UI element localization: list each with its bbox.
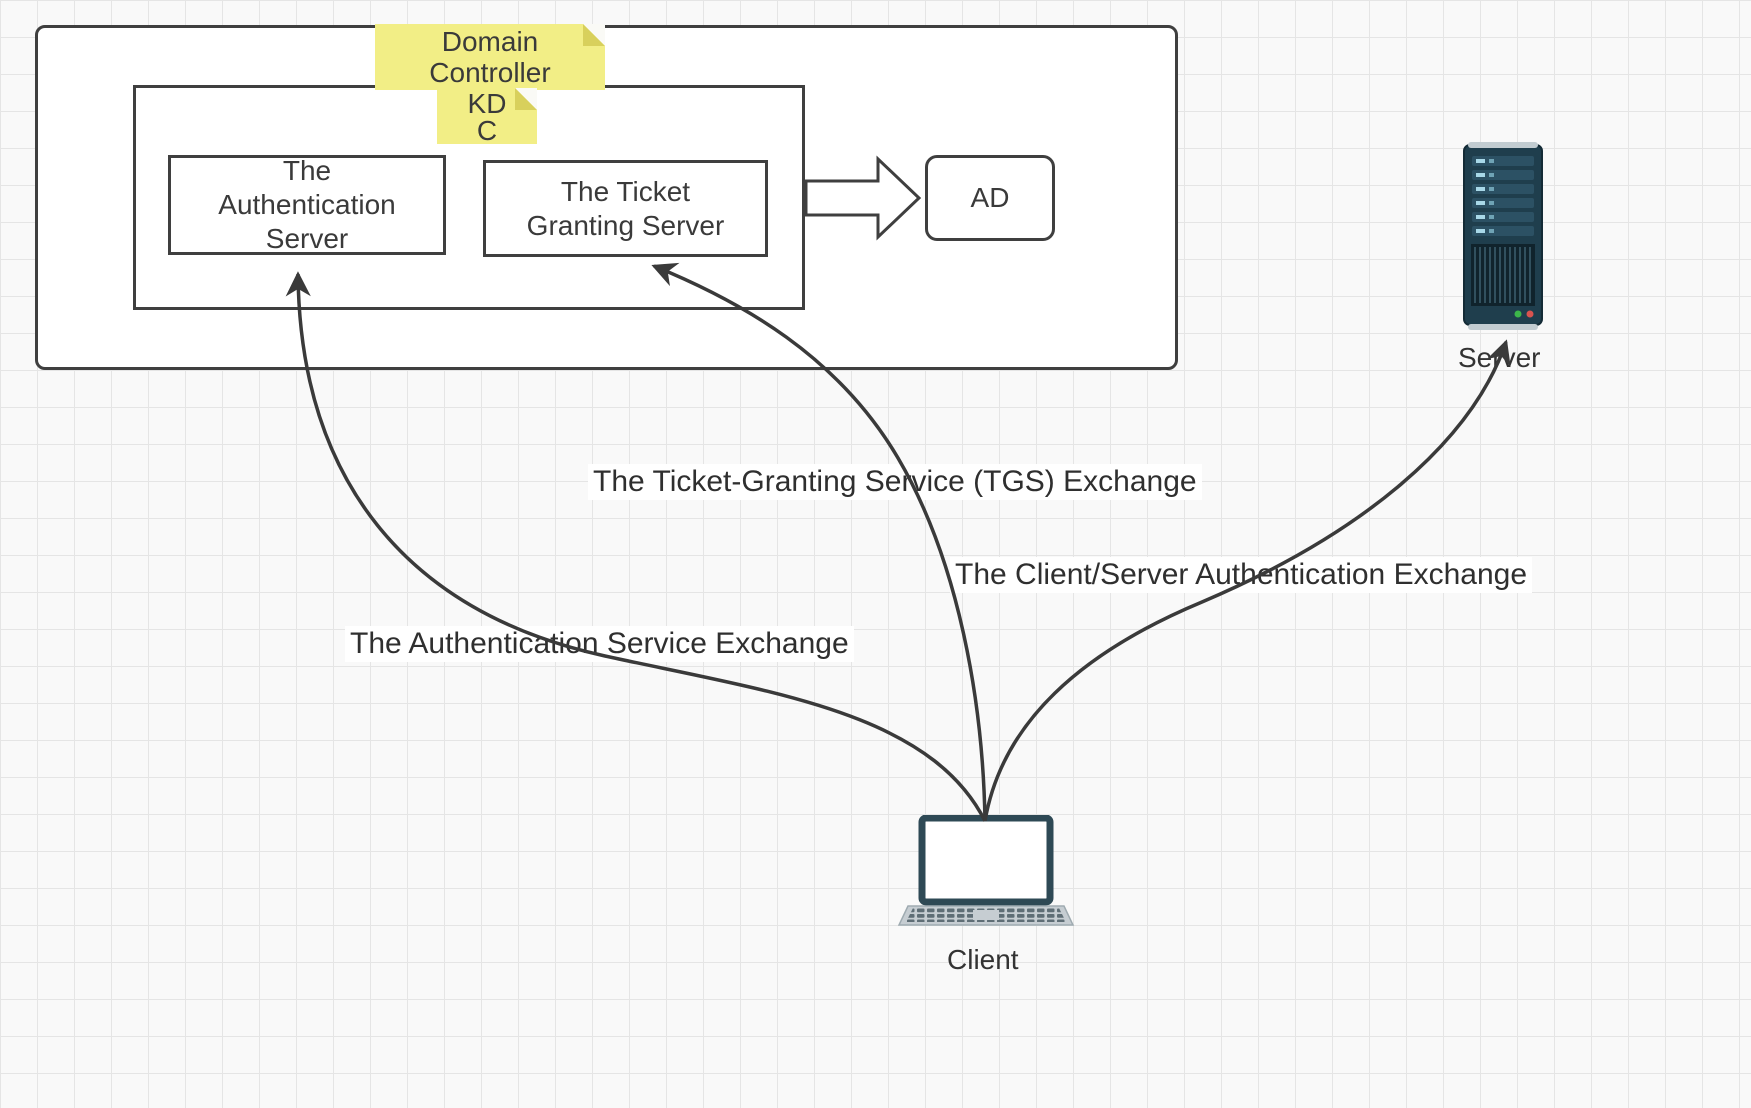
client-server-exchange-label: The Client/Server Authentication Exchang… (950, 557, 1533, 593)
server-label: Server (1458, 342, 1541, 373)
tgs-exchange-label: The Ticket-Granting Service (TGS) Exchan… (588, 464, 1202, 500)
authentication-server-label: The Authentication Server (218, 155, 396, 254)
laptop-touchpad (973, 910, 999, 920)
server-led-green (1514, 310, 1522, 318)
auth-service-exchange-label: The Authentication Service Exchange (345, 626, 854, 662)
server-tower-icon (1463, 142, 1543, 330)
kdc-label: KDC (467, 88, 507, 146)
server-vent-grille (1471, 244, 1535, 306)
laptop-screen (918, 815, 1054, 906)
ticket-granting-server-box: The Ticket Granting Server (483, 160, 768, 257)
ad-label: AD (970, 182, 1010, 213)
server-drive-slots (1472, 156, 1534, 236)
authentication-server-box: The Authentication Server (168, 155, 446, 255)
client-label: Client (947, 944, 1019, 975)
server-led-red (1526, 310, 1534, 318)
ticket-granting-server-label: The Ticket Granting Server (526, 175, 725, 241)
domain-controller-sticky-note: Domain Controller (375, 24, 605, 90)
laptop-icon (897, 815, 1075, 926)
domain-controller-label: Domain Controller (429, 26, 551, 88)
kdc-sticky-note: KDC (437, 88, 537, 146)
ad-box: AD (925, 155, 1055, 241)
